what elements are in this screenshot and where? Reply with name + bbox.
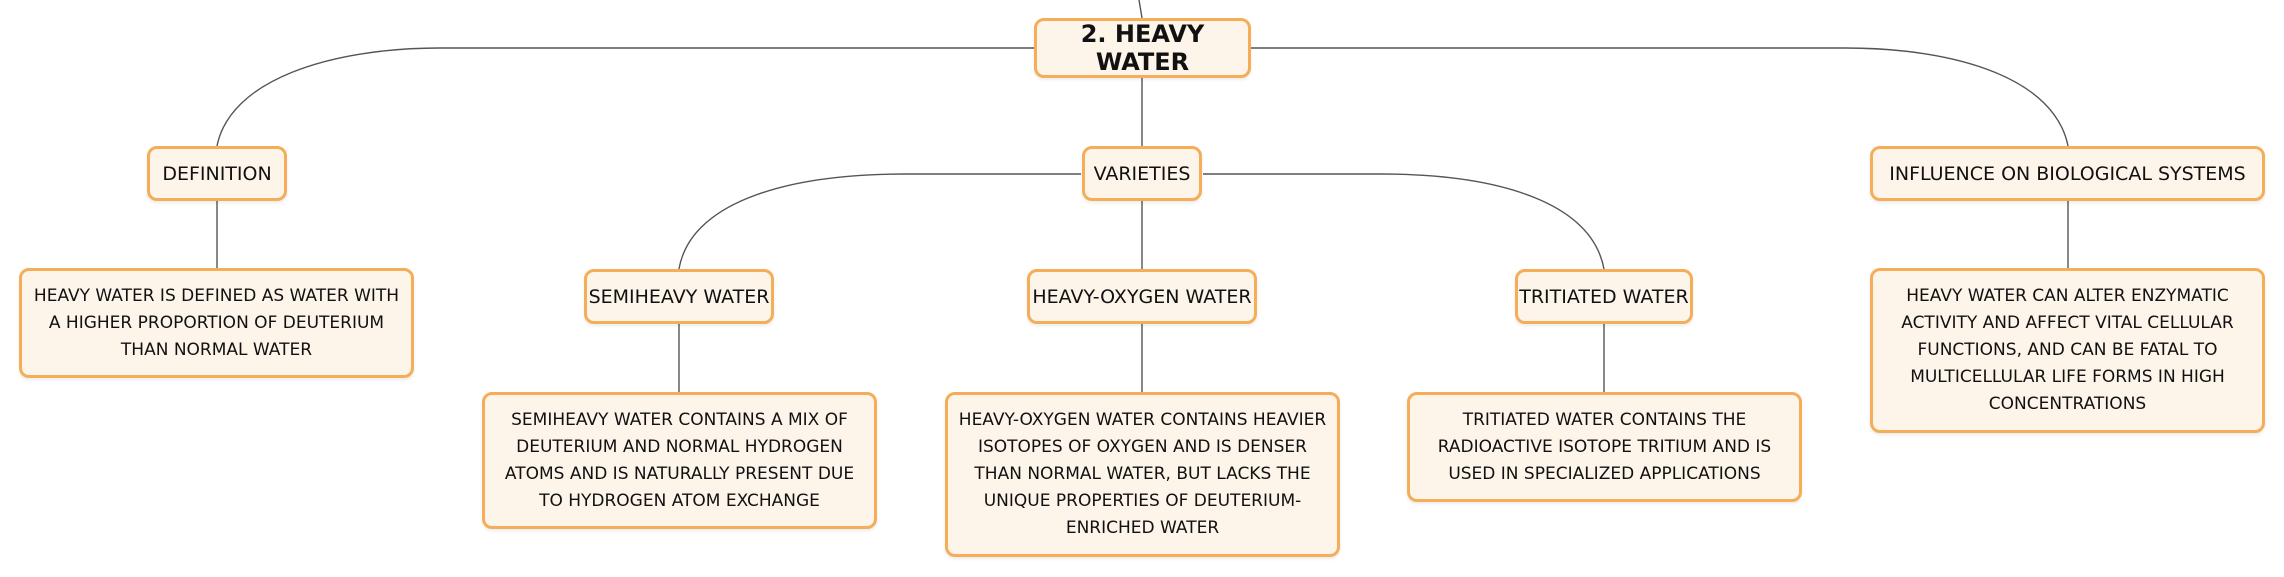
- semiheavy-water-label: SEMIHEAVY WATER: [588, 285, 770, 308]
- heavy-oxygen-water-detail-text: HEAVY-OXYGEN WATER CONTAINS HEAVIER ISOT…: [958, 410, 1327, 538]
- influence-node[interactable]: INFLUENCE ON BIOLOGICAL SYSTEMS: [1870, 146, 2265, 201]
- varieties-node[interactable]: VARIETIES: [1082, 146, 1202, 201]
- definition-node-label: DEFINITION: [162, 162, 272, 185]
- connector-varieties-to-tritiated: [1203, 173, 1605, 270]
- heavy-oxygen-water-label: HEAVY-OXYGEN WATER: [1032, 285, 1252, 308]
- heavy-oxygen-water-detail-node[interactable]: HEAVY-OXYGEN WATER CONTAINS HEAVIER ISOT…: [945, 392, 1340, 557]
- definition-detail-text: HEAVY WATER IS DEFINED AS WATER WITH A H…: [33, 285, 400, 360]
- connector-parent-to-root: [1138, 0, 1143, 19]
- influence-detail-node[interactable]: HEAVY WATER CAN ALTER ENZYMATIC ACTIVITY…: [1870, 268, 2265, 433]
- semiheavy-water-detail-text: SEMIHEAVY WATER CONTAINS A MIX OF DEUTER…: [504, 409, 855, 511]
- semiheavy-water-detail-node[interactable]: SEMIHEAVY WATER CONTAINS A MIX OF DEUTER…: [482, 392, 877, 529]
- semiheavy-water-node[interactable]: SEMIHEAVY WATER: [584, 269, 774, 324]
- tritiated-water-label: TRITIATED WATER: [1519, 285, 1689, 308]
- tritiated-water-detail-text: TRITIATED WATER CONTAINS THE RADIOACTIVE…: [1437, 409, 1772, 484]
- root-node-label: 2. HEAVY WATER: [1080, 20, 1205, 76]
- varieties-node-label: VARIETIES: [1093, 162, 1191, 185]
- tritiated-water-node[interactable]: TRITIATED WATER: [1515, 269, 1693, 324]
- root-node[interactable]: 2. HEAVY WATER: [1034, 18, 1251, 78]
- definition-node[interactable]: DEFINITION: [147, 146, 287, 201]
- connector-root-to-definition: [216, 47, 1035, 147]
- heavy-oxygen-water-node[interactable]: HEAVY-OXYGEN WATER: [1027, 269, 1257, 324]
- influence-node-label: INFLUENCE ON BIOLOGICAL SYSTEMS: [1889, 162, 2246, 185]
- connector-varieties-to-semiheavy: [678, 173, 1081, 270]
- tritiated-water-detail-node[interactable]: TRITIATED WATER CONTAINS THE RADIOACTIVE…: [1407, 392, 1802, 502]
- definition-detail-node[interactable]: HEAVY WATER IS DEFINED AS WATER WITH A H…: [19, 268, 414, 378]
- influence-detail-text: HEAVY WATER CAN ALTER ENZYMATIC ACTIVITY…: [1901, 286, 2234, 414]
- connector-root-to-influence: [1249, 47, 2069, 147]
